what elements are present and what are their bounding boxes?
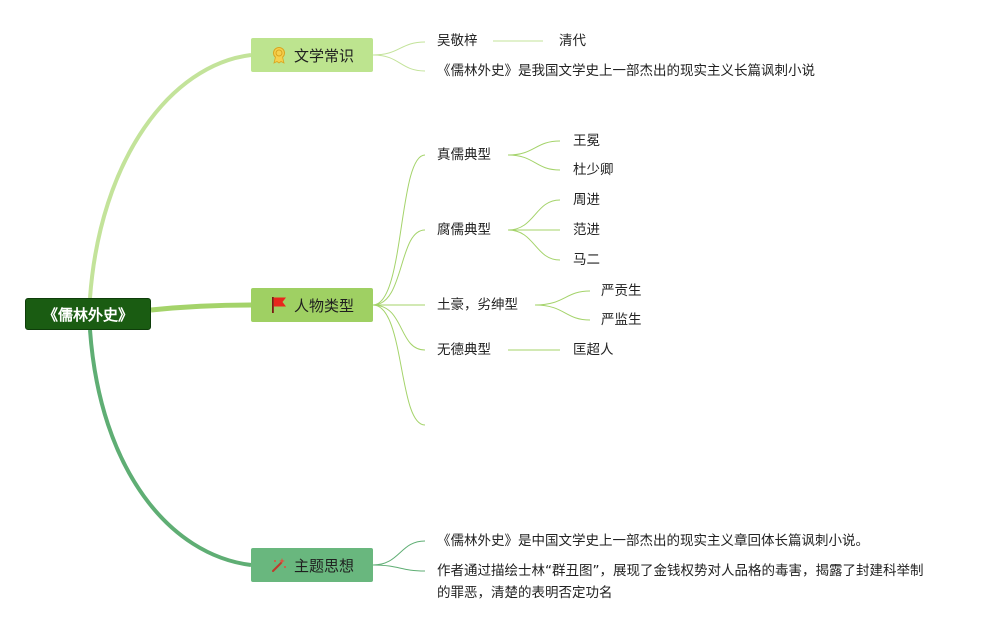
magic-wand-icon bbox=[270, 556, 288, 574]
link-gentry-yanjiansheng bbox=[534, 304, 591, 321]
link-gentry-yangongsheng bbox=[534, 290, 591, 306]
leaf-zhou-jin[interactable]: 周进 bbox=[573, 192, 600, 208]
link-rotten-zhoujin bbox=[507, 199, 561, 231]
leaf-true-scholar[interactable]: 真儒典型 bbox=[437, 147, 491, 163]
leaf-yan-jiansheng[interactable]: 严监生 bbox=[601, 312, 642, 328]
leaf-theme-desc[interactable]: 《儒林外史》是中国文学史上一部杰出的现实主义章回体长篇讽刺小说。 bbox=[437, 533, 869, 549]
link-root-characters bbox=[150, 302, 252, 313]
link-true-wangmian bbox=[507, 140, 561, 156]
branch-literature-knowledge[interactable]: 文学常识 bbox=[251, 38, 373, 72]
red-flag-icon bbox=[270, 296, 288, 314]
link-lit-desc bbox=[372, 54, 426, 72]
leaf-ma-er[interactable]: 马二 bbox=[573, 252, 600, 268]
leaf-wang-mian[interactable]: 王冕 bbox=[573, 133, 600, 149]
branch-theme[interactable]: 主题思想 bbox=[251, 548, 373, 582]
leaf-du-shaoqing[interactable]: 杜少卿 bbox=[573, 162, 614, 178]
link-char-immoral bbox=[372, 304, 426, 351]
leaf-dynasty[interactable]: 清代 bbox=[559, 33, 586, 49]
link-char-rotten bbox=[372, 229, 426, 306]
leaf-fan-jin[interactable]: 范进 bbox=[573, 222, 600, 238]
link-true-dushaoqing bbox=[507, 154, 561, 171]
link-root-literature bbox=[88, 53, 252, 299]
branch-character-label: 人物类型 bbox=[293, 296, 354, 315]
root-topic[interactable]: 《儒林外史》 bbox=[25, 298, 151, 330]
leaf-yan-gongsheng[interactable]: 严贡生 bbox=[601, 283, 642, 299]
leaf-gentry-type[interactable]: 土豪，劣绅型 bbox=[437, 297, 518, 313]
leaf-immoral-type[interactable]: 无德典型 bbox=[437, 342, 491, 358]
branch-theme-label: 主题思想 bbox=[293, 556, 354, 575]
root-topic-label: 《儒林外史》 bbox=[42, 305, 133, 324]
branch-literature-label: 文学常识 bbox=[293, 46, 354, 65]
link-char-empty bbox=[372, 304, 426, 426]
link-char-true bbox=[372, 154, 426, 306]
link-theme-critique bbox=[372, 564, 426, 572]
link-theme-desc bbox=[372, 540, 426, 566]
link-root-theme bbox=[88, 329, 252, 567]
award-ribbon-icon bbox=[270, 46, 288, 64]
leaf-theme-critique[interactable]: 作者通过描绘士林“群丑图”，展现了金钱权势对人品格的毒害，揭露了封建科举制的罪恶… bbox=[437, 563, 924, 601]
link-lit-author bbox=[372, 41, 426, 56]
leaf-author[interactable]: 吴敬梓 bbox=[437, 33, 478, 49]
leaf-rotten-scholar[interactable]: 腐儒典型 bbox=[437, 222, 491, 238]
link-rotten-maer bbox=[507, 229, 561, 261]
leaf-literature-desc[interactable]: 《儒林外史》是我国文学史上一部杰出的现实主义长篇讽刺小说 bbox=[437, 63, 815, 79]
branch-character-types[interactable]: 人物类型 bbox=[251, 288, 373, 322]
leaf-kuang-chaoren[interactable]: 匡超人 bbox=[573, 342, 614, 358]
